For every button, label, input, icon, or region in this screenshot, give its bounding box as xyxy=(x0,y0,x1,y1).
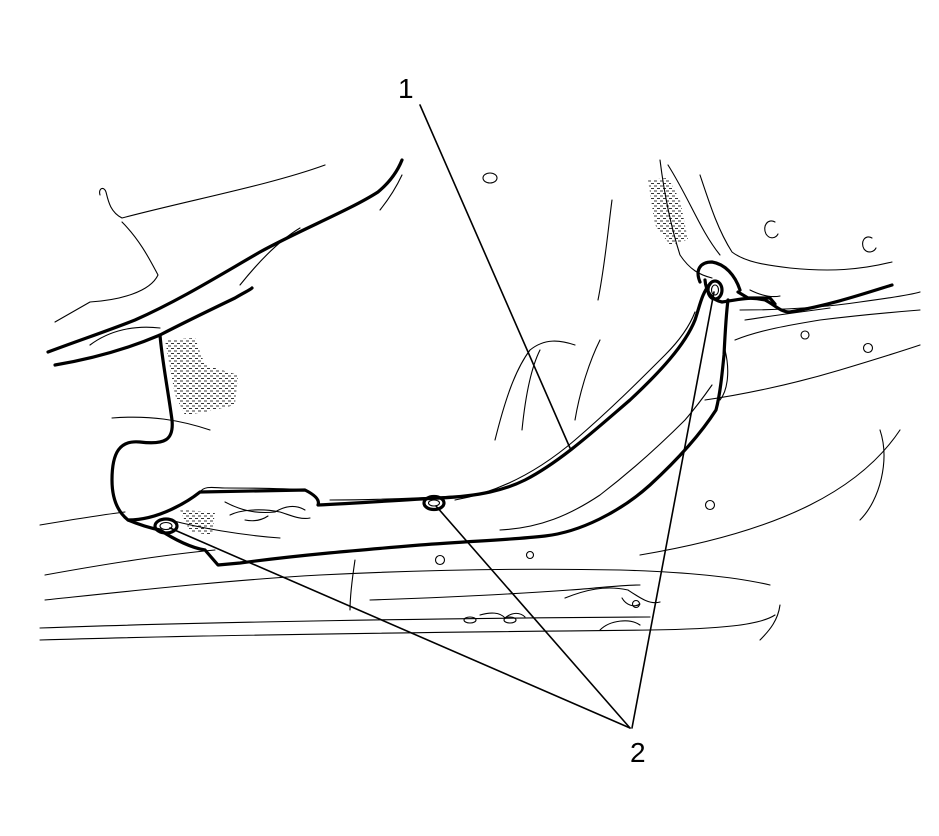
panel-lower-outline xyxy=(126,298,730,567)
hole-10 xyxy=(503,616,517,624)
hole-9 xyxy=(463,616,477,624)
panel-right-edge xyxy=(703,278,894,314)
fastener-left xyxy=(153,517,179,535)
panel-right-clip xyxy=(696,260,742,292)
leader-panel xyxy=(419,104,571,449)
stippled-surfaces xyxy=(165,178,688,535)
leader-fastener-right xyxy=(631,291,715,729)
panel-crease-2 xyxy=(499,384,713,531)
body-structure xyxy=(39,159,921,641)
panel-tab xyxy=(199,486,306,493)
panel-right-step xyxy=(736,290,777,306)
body-holes xyxy=(434,172,877,624)
hole-2 xyxy=(764,220,779,239)
stipple-lower-left xyxy=(180,510,215,535)
leader-lines xyxy=(169,104,715,729)
callout-label-2: 2 xyxy=(630,737,646,768)
hole-3 xyxy=(862,236,877,253)
hole-8 xyxy=(525,550,535,560)
stipple-upper-right xyxy=(648,178,688,245)
fastener-right xyxy=(706,279,724,301)
upper-edge-inner xyxy=(53,286,254,367)
hole-6 xyxy=(704,499,716,511)
upper-edge xyxy=(46,158,404,354)
hole-11 xyxy=(631,599,641,609)
callout-label-1: 1 xyxy=(398,73,414,104)
hole-4 xyxy=(800,330,810,340)
panel-outline xyxy=(110,282,712,522)
hole-1 xyxy=(482,172,498,184)
fasteners xyxy=(153,279,724,535)
panel-tab-detail xyxy=(224,501,306,514)
stipple-left xyxy=(165,338,238,415)
trim-panel xyxy=(46,158,894,567)
hole-7 xyxy=(434,554,446,566)
panel-crease-3 xyxy=(329,495,456,501)
leader-fastener-center xyxy=(435,505,631,729)
hole-5 xyxy=(862,342,874,354)
leader-fastener-left xyxy=(169,527,631,729)
fastener-center xyxy=(422,494,446,512)
panel-crease-1 xyxy=(454,311,696,501)
